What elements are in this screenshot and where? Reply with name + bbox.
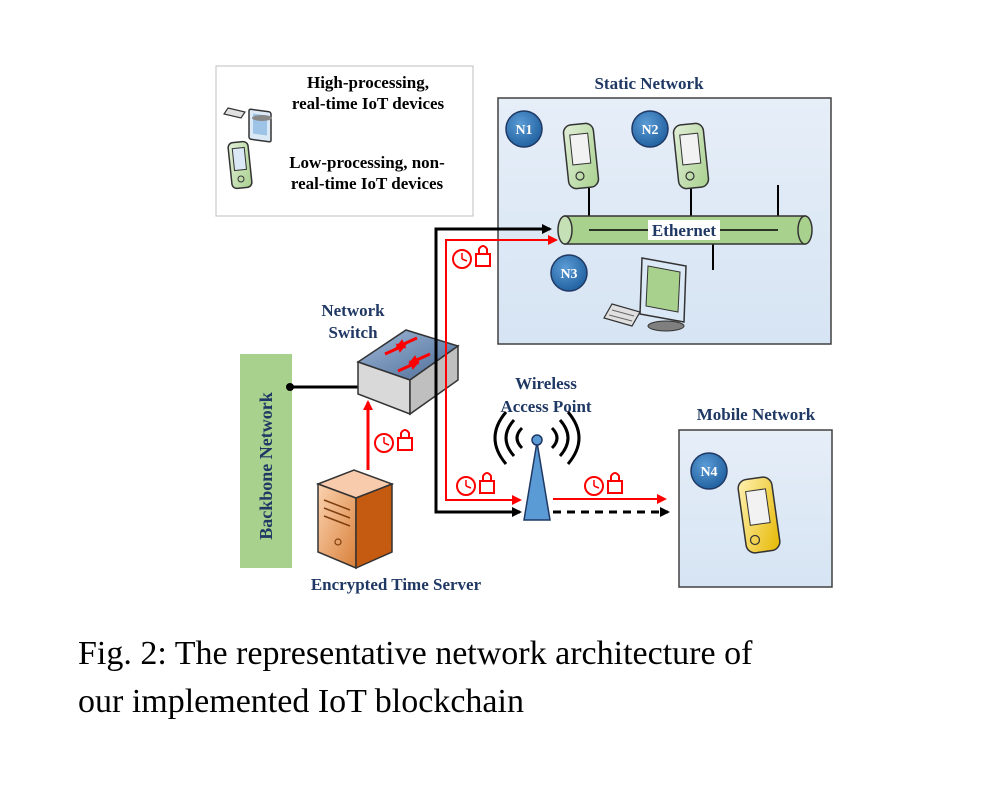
backbone-network-label: Backbone Network [256,392,276,540]
legend-low-line2: real-time IoT devices [291,174,444,193]
desktop-n3-icon [603,257,687,332]
phone-n2-icon [672,122,710,190]
node-n1-label: N1 [515,123,532,138]
wap-label-line2: Access Point [500,397,591,416]
switch-to-ethernet-link [434,224,552,386]
switch-label-line2: Switch [328,323,378,342]
mobile-network-title: Mobile Network [697,405,816,424]
switch-to-ap-time-sync [445,386,522,505]
switch-label-line1: Network [321,301,385,320]
desktop-computer-icon [223,107,272,143]
node-n4-label: N4 [700,465,717,480]
clock-lock-icon [374,429,413,453]
switch-to-ap-link [434,386,522,517]
legend-low-line1: Low-processing, non- [289,153,445,172]
wap-label-line1: Wireless [515,374,577,393]
caption-line1: Fig. 2: The representative network archi… [78,635,753,672]
legend-box: High-processing, real-time IoT devices L… [215,65,474,217]
time-server-icon [315,469,395,570]
clock-lock-icon [452,245,491,269]
node-n2-label: N2 [641,123,658,138]
legend-high-line2: real-time IoT devices [292,94,445,113]
backbone-network-bar [240,354,292,568]
caption-line2: our implemented IoT blockchain [78,683,524,720]
clock-lock-icon [456,472,495,496]
network-architecture-diagram: High-processing, real-time IoT devices L… [215,65,833,594]
legend-high-line1: High-processing, [307,73,429,92]
node-n3-label: N3 [560,267,577,282]
node-n4: N4 [690,452,728,490]
phone-n4-icon [737,476,781,554]
mobile-device-icon [227,140,253,190]
node-n2: N2 [631,110,669,148]
switch-to-ethernet-time-sync [445,235,558,386]
ethernet-bus: Ethernet [557,215,813,245]
node-n1: N1 [505,110,543,148]
clock-lock-icon [584,472,623,496]
static-network-title: Static Network [594,74,704,93]
phone-n1-icon [562,122,600,190]
node-n3: N3 [550,254,588,292]
time-server-label: Encrypted Time Server [311,575,482,594]
backbone-connector-dot [286,383,294,391]
wireless-access-point-icon [493,411,581,521]
ethernet-label: Ethernet [652,221,717,240]
network-switch-icon [356,329,460,416]
figure-caption: Fig. 2: The representative network archi… [78,630,973,726]
